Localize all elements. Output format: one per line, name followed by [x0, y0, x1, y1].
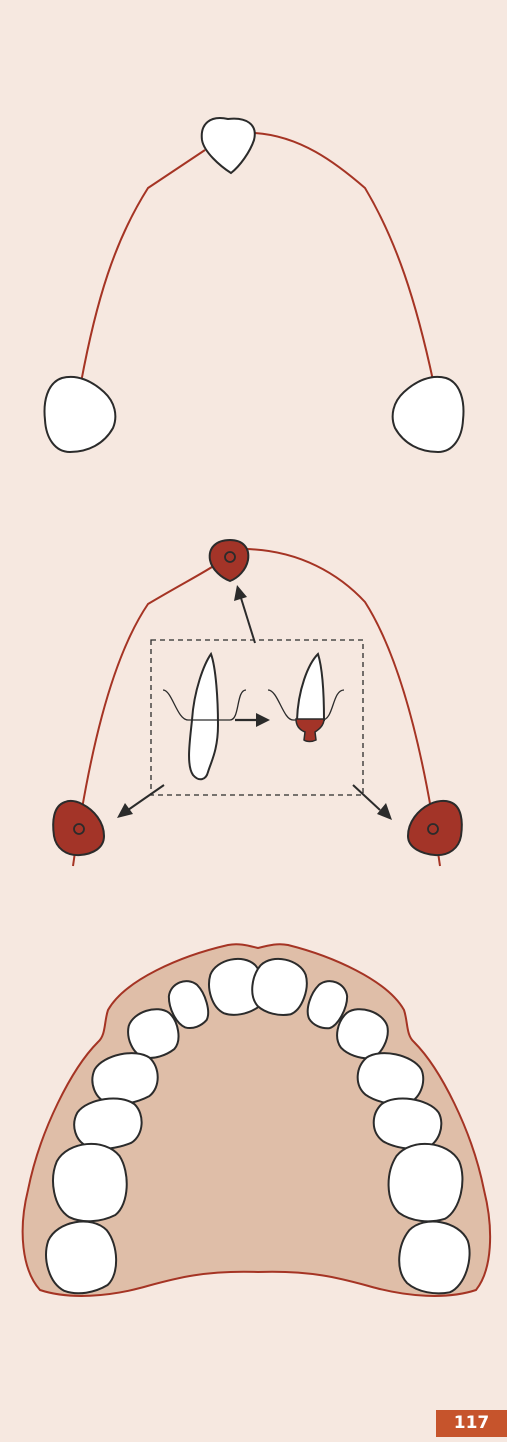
- panel-arch-teeth: [45, 118, 464, 452]
- inset-arrow-head: [256, 713, 270, 727]
- panel-full-arch: [23, 944, 490, 1298]
- intact-tooth: [189, 654, 218, 779]
- root-residue: [296, 719, 324, 742]
- arrow-right-shaft: [353, 785, 380, 810]
- arch-line: [73, 549, 440, 866]
- right-extraction-site: [408, 801, 462, 855]
- right-first-molar: [385, 1141, 465, 1224]
- page-number: 117: [436, 1410, 507, 1437]
- left-first-molar: [50, 1141, 130, 1224]
- panel-arch-extraction: [53, 540, 462, 866]
- left-molar: [45, 377, 116, 452]
- right-molar: [393, 377, 464, 452]
- arrow-up-shaft: [241, 598, 255, 643]
- arrow-right-head: [377, 803, 392, 820]
- left-extraction-site: [53, 801, 104, 855]
- extracted-tooth: [297, 654, 324, 720]
- arch-line: [80, 133, 434, 388]
- arrow-up-head: [234, 585, 247, 601]
- arrow-left-head: [117, 803, 133, 818]
- front-extraction-site: [210, 540, 249, 581]
- front-tooth: [202, 118, 255, 173]
- arrow-left-shaft: [128, 785, 164, 810]
